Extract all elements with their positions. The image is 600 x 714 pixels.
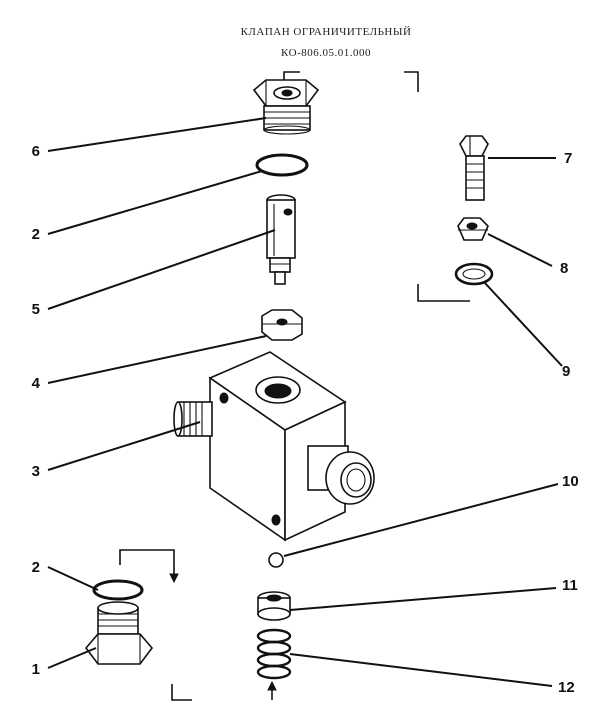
plunger-icon — [266, 194, 296, 285]
leader-11 — [289, 587, 557, 611]
leader-4 — [47, 335, 267, 384]
drawing-title: КЛАПАН ОГРАНИЧИТЕЛЬНЫЙ — [241, 26, 412, 38]
callout-labels: 6 2 5 4 3 2 1 7 8 9 10 11 12 — [32, 143, 579, 696]
leader-12 — [289, 653, 553, 687]
hex-fitting-icon — [252, 79, 320, 135]
leader-5 — [47, 229, 276, 310]
nut-icon — [261, 309, 303, 341]
washer-icon — [454, 262, 494, 286]
callout-2-lower: 2 — [32, 559, 40, 576]
drawing-code: КО-806.05.01.000 — [281, 47, 371, 59]
callout-6: 6 — [32, 143, 40, 160]
callout-5: 5 — [32, 301, 40, 318]
leader-9 — [483, 281, 563, 367]
callout-11: 11 — [562, 577, 578, 594]
callout-3: 3 — [32, 463, 40, 480]
callout-12: 12 — [558, 679, 575, 696]
leader-2b — [47, 566, 99, 591]
leader-3 — [47, 421, 201, 471]
bolt-icon — [459, 135, 489, 201]
ball-icon — [268, 552, 284, 568]
callout-8: 8 — [560, 260, 568, 277]
plug-fitting-icon — [84, 601, 154, 665]
assembly-bracket-right — [417, 284, 470, 302]
assembly-bracket-bottom-right — [267, 680, 277, 700]
leader-1 — [47, 647, 97, 669]
valve-body-icon — [173, 351, 375, 542]
callout-10: 10 — [562, 473, 579, 490]
callout-9: 9 — [562, 363, 570, 380]
lower-seal-ring-icon — [92, 579, 144, 601]
spring-cap-icon — [257, 591, 291, 621]
assembly-bracket-bottom-left — [119, 549, 192, 701]
leader-8 — [487, 233, 553, 267]
callout-2: 2 — [32, 226, 40, 243]
spring-icon — [256, 628, 292, 680]
leader-lines — [47, 117, 563, 687]
hex-nut-icon — [457, 217, 489, 241]
leader-10 — [283, 483, 559, 557]
seal-ring-icon — [255, 153, 309, 177]
leader-6 — [47, 117, 267, 152]
callout-7: 7 — [564, 150, 572, 167]
callout-1: 1 — [32, 661, 40, 678]
leader-2a — [47, 170, 263, 235]
callout-4: 4 — [32, 375, 41, 392]
